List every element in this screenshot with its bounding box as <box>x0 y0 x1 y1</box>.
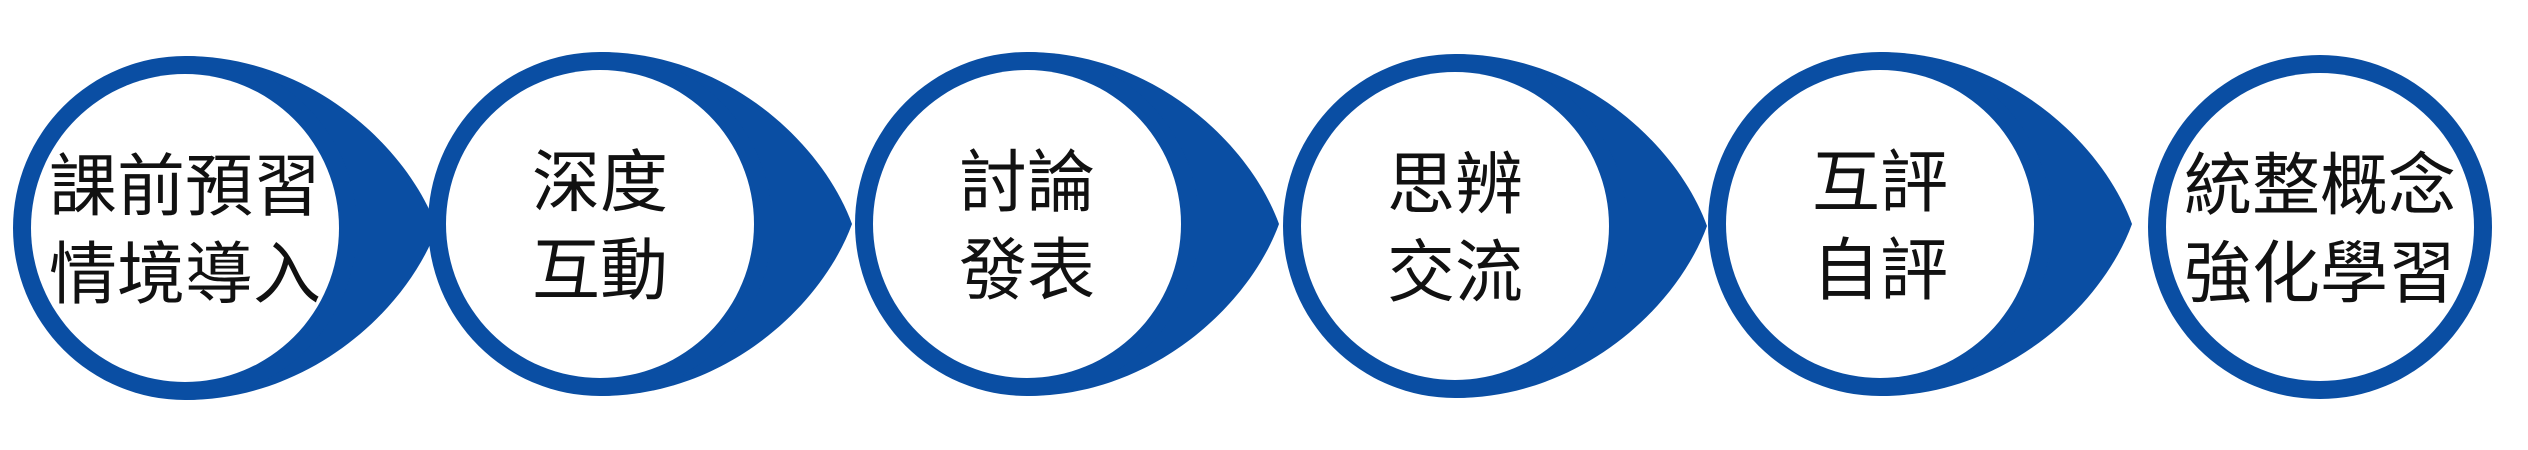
step-3-inner-circle <box>873 70 1181 378</box>
step-3: 討論 發表 <box>855 52 1279 396</box>
step-6-inner-circle <box>2166 73 2474 381</box>
step-5: 互評 自評 <box>1708 52 2132 396</box>
step-5-label-line2: 自評 <box>1812 232 1948 311</box>
step-4-label-line2: 交流 <box>1387 234 1523 313</box>
step-3-label-line1: 討論 <box>959 144 1095 223</box>
step-1-label-line1: 課前預習 <box>49 148 321 227</box>
step-6: 統整概念 強化學習 <box>2148 55 2492 399</box>
step-6-label-line1: 統整概念 <box>2184 147 2456 226</box>
step-2-label-line2: 互動 <box>532 232 668 311</box>
step-5-label-line1: 互評 <box>1812 144 1948 223</box>
step-5-inner-circle <box>1726 70 2034 378</box>
step-1-label-line2: 情境導入 <box>49 236 321 315</box>
step-2: 深度 互動 <box>428 52 852 396</box>
step-1-inner-circle <box>31 74 339 382</box>
step-4-label-line1: 思辨 <box>1387 146 1523 225</box>
step-6-label-line2: 強化學習 <box>2184 235 2456 314</box>
step-4: 思辨 交流 <box>1283 54 1707 398</box>
step-2-inner-circle <box>446 70 754 378</box>
step-4-inner-circle <box>1301 72 1609 380</box>
step-2-label-line1: 深度 <box>532 144 668 223</box>
step-3-label-line2: 發表 <box>959 232 1095 311</box>
step-1: 課前預習 情境導入 <box>13 56 437 400</box>
